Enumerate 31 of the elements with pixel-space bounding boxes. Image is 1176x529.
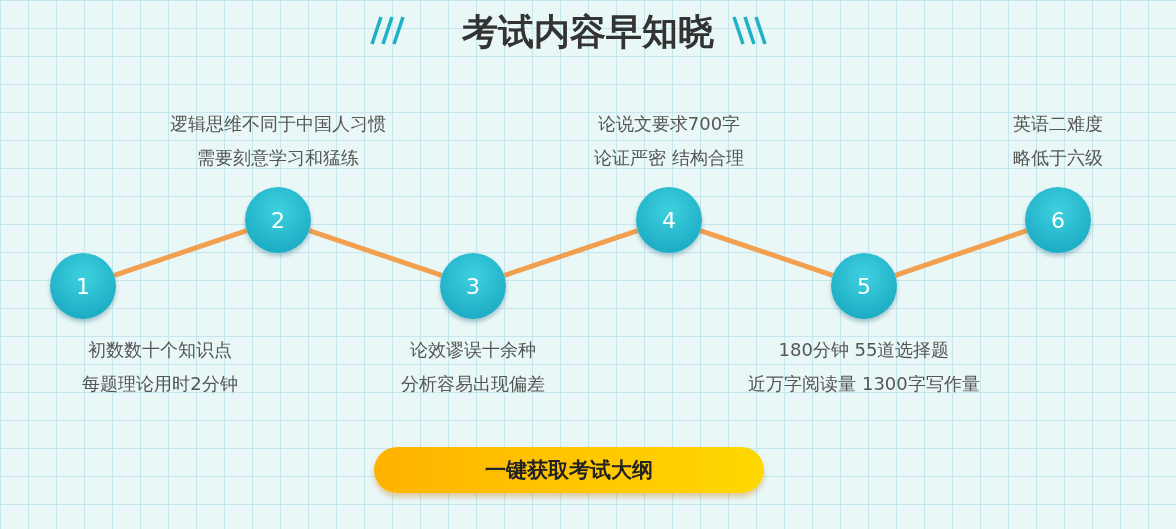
step-circle (636, 187, 702, 253)
step-number: 4 (662, 207, 676, 233)
step-circle (1025, 187, 1091, 253)
step-number: 1 (76, 273, 90, 299)
step-description: 英语二难度 (1012, 113, 1104, 135)
step-description: 180分钟 55道选择题 (777, 339, 951, 361)
step-number: 6 (1051, 207, 1065, 233)
step-number: 3 (466, 273, 480, 299)
step-description: 每题理论用时2分钟 (81, 373, 239, 395)
step-circle (831, 253, 897, 319)
connector-line (894, 228, 1028, 278)
step-description: 论效谬误十余种 (409, 339, 537, 361)
step-number: 2 (271, 207, 285, 233)
step-description: 论说文要求700字 (596, 113, 742, 135)
step-circle (245, 187, 311, 253)
connector-line (308, 228, 443, 278)
step-description: 逻辑思维不同于中国人习惯 (169, 113, 387, 135)
step-number: 5 (857, 273, 871, 299)
step-description: 论证严密 结构合理 (593, 147, 745, 169)
step-circle (50, 253, 116, 319)
outline-button: 一键获取考试大纲 (374, 447, 764, 493)
connector-line (503, 228, 639, 278)
step-description: 分析容易出现偏差 (400, 373, 546, 395)
title: 考试内容早知晓 (462, 10, 714, 54)
connector-line (113, 228, 248, 278)
step-description: 略低于六级 (1012, 147, 1104, 169)
step-description: 需要刻意学习和猛练 (196, 147, 360, 169)
step-description: 初数数十个知识点 (87, 339, 233, 361)
step-description: 近万字阅读量 1300字写作量 (747, 373, 981, 395)
step-circle (440, 253, 506, 319)
connector-line (699, 228, 834, 278)
